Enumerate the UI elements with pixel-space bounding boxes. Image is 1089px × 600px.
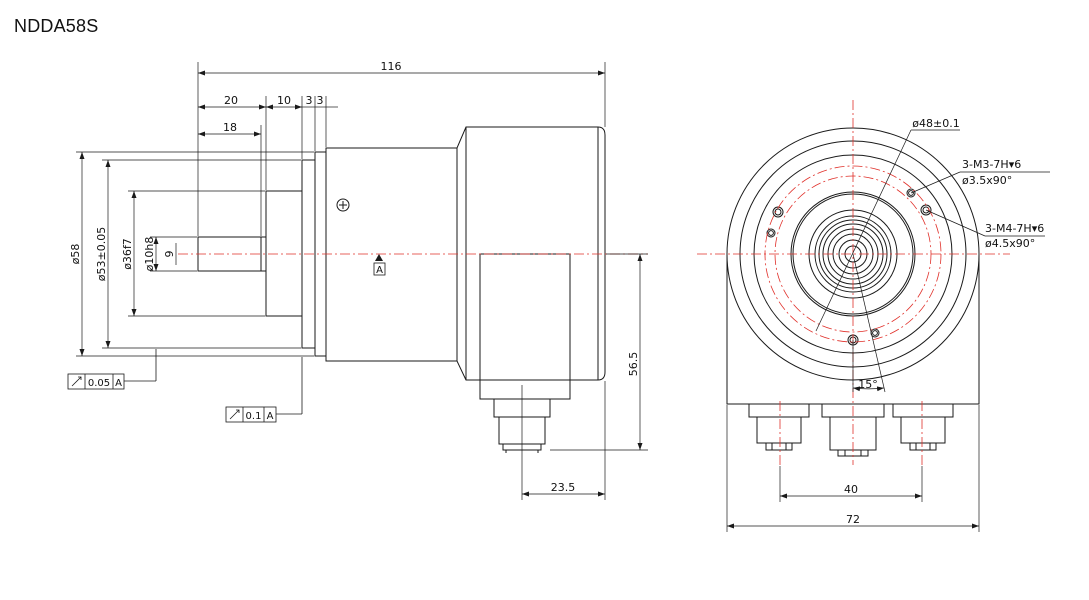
dim-csk-m3: ø3.5x90°	[962, 174, 1012, 187]
side-dimensions	[76, 62, 648, 500]
dim-angle-15: 15°	[858, 378, 878, 391]
dim-dia10: ø10h8	[143, 237, 156, 272]
runout2-datum: A	[267, 411, 274, 422]
dim-20: 20	[224, 94, 238, 107]
m3-holes	[766, 188, 916, 338]
dim-dia58: ø58	[69, 244, 82, 265]
front-centerlines	[697, 100, 1010, 465]
runout-tolerance-1	[67, 349, 157, 390]
dim-40: 40	[844, 483, 858, 496]
dim-10: 10	[277, 94, 291, 107]
runout2-value: 0.1	[246, 411, 262, 422]
dim-23-5: 23.5	[551, 481, 576, 494]
front-connector-left	[748, 403, 810, 451]
svg-text:A: A	[376, 265, 383, 276]
dim-dia48: ø48±0.1	[912, 117, 959, 130]
connector-housing	[479, 253, 571, 400]
dim-3a: 3	[306, 94, 313, 107]
runout-tolerance-2	[225, 357, 303, 423]
earth-symbol-icon	[336, 198, 350, 212]
side-view	[197, 126, 606, 453]
runout1-datum: A	[115, 378, 122, 389]
dim-9: 9	[163, 251, 176, 258]
dim-thread-m3: 3-M3-7H▾6	[962, 158, 1021, 171]
dim-dia36: ø36f7	[121, 238, 134, 270]
drawing-title: NDDA58S	[14, 16, 99, 36]
front-dimensions	[726, 129, 1050, 532]
front-connector-right	[892, 403, 954, 451]
dim-18: 18	[223, 121, 237, 134]
dim-56-5: 56.5	[627, 352, 640, 377]
dim-csk-m4: ø4.5x90°	[985, 237, 1035, 250]
dim-72: 72	[846, 513, 860, 526]
dim-3b: 3	[317, 94, 324, 107]
dim-dia53: ø53±0.05	[95, 227, 108, 281]
datum-a-marker: A	[373, 254, 386, 276]
runout1-value: 0.05	[88, 378, 110, 389]
pilot-spigot	[265, 190, 303, 317]
dim-116: 116	[381, 60, 402, 73]
dim-thread-m4: 3-M4-7H▾6	[985, 222, 1044, 235]
